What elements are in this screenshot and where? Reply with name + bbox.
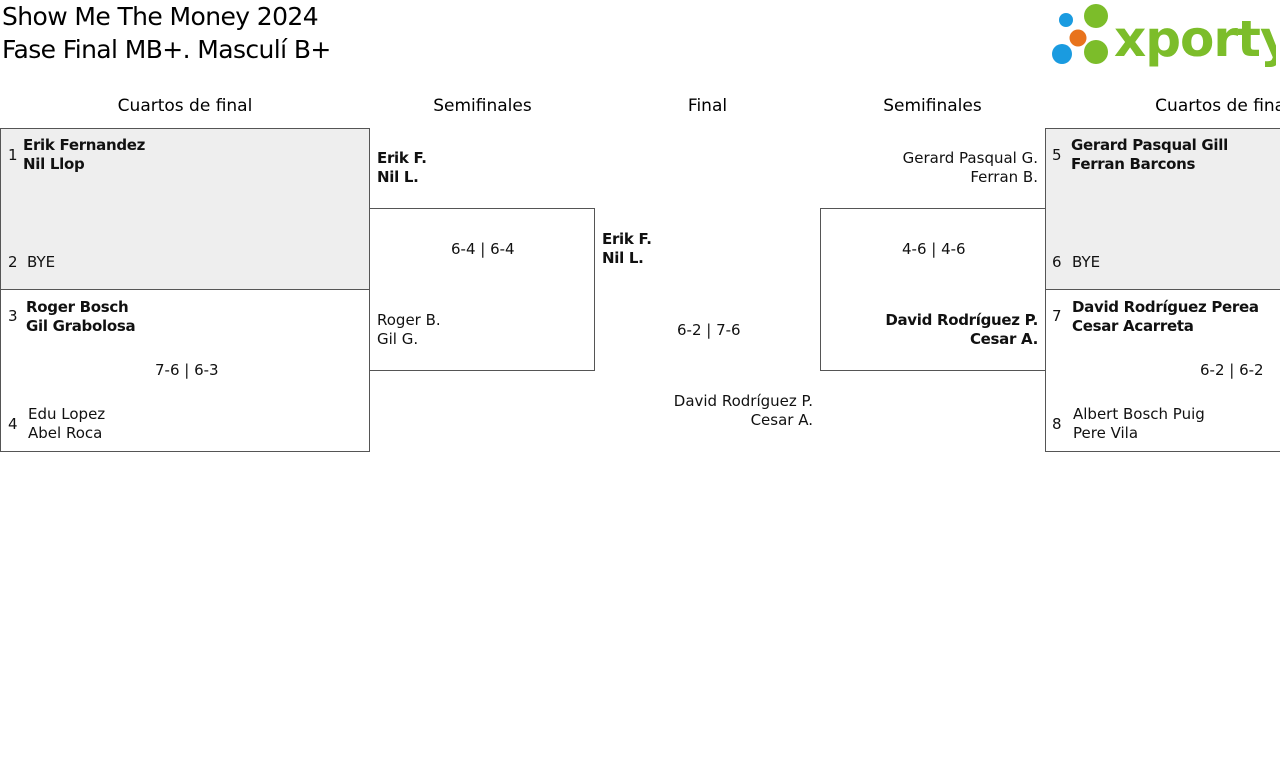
seed-number: 2 [8,253,18,271]
team-name: Gerard Pasqual G. [902,149,1038,167]
player-name: Edu Lopez [28,405,106,423]
qf-match-3 [1045,128,1280,290]
team-name: Erik F. [377,149,427,167]
seed-number: 8 [1052,415,1062,433]
team-name: David Rodríguez P. [885,311,1038,329]
match-score: 6-2 | 6-2 [1200,361,1264,379]
column-header-quarterfinals-left: Cuartos de final [117,96,253,116]
player-name: Albert Bosch Puig [1073,405,1205,423]
seed-number: 1 [8,146,18,164]
player-name: Nil Llop [23,155,85,173]
player-name: David Rodríguez Perea [1072,298,1259,316]
player-name: Gerard Pasqual Gill [1071,136,1228,154]
svg-text:xporty: xporty [1114,10,1276,68]
seed-number: 6 [1052,253,1062,271]
team-name: Roger B. [377,311,441,329]
team-name: David Rodríguez P. [673,392,813,410]
column-header-quarterfinals-right: Cuartos de final [1155,96,1280,116]
column-header-semifinals-left: Semifinales [433,96,532,116]
player-name: BYE [27,253,56,271]
seed-number: 4 [8,415,18,433]
team-name: Gil G. [377,330,419,348]
match-score: 7-6 | 6-3 [155,361,219,379]
player-name: Cesar Acarreta [1072,317,1194,335]
sf-match-left [369,208,595,371]
player-name: Erik Fernandez [23,136,146,154]
qf-match-4 [1045,289,1280,452]
page-title: Show Me The Money 2024 [2,2,319,31]
page-subtitle: Fase Final MB+. Masculí B+ [2,35,331,64]
player-name: Abel Roca [28,424,103,442]
player-name: BYE [1072,253,1101,271]
qf-match-1 [0,128,370,290]
team-name: Nil L. [377,168,419,186]
seed-number: 7 [1052,307,1062,325]
player-name: Roger Bosch [26,298,129,316]
seed-number: 3 [8,307,18,325]
team-name: Ferran B. [970,168,1038,186]
match-score: 4-6 | 4-6 [902,240,966,258]
player-name: Gil Grabolosa [26,317,136,335]
player-name: Ferran Barcons [1071,155,1196,173]
team-name: Nil L. [602,249,644,267]
column-header-semifinals-right: Semifinales [883,96,982,116]
seed-number: 5 [1052,146,1062,164]
match-score: 6-4 | 6-4 [451,240,515,258]
team-name: Erik F. [602,230,652,248]
team-name: Cesar A. [969,330,1038,348]
xporty-logo[interactable]: xporty [1052,4,1280,68]
player-name: Pere Vila [1073,424,1139,442]
match-score: 6-2 | 7-6 [677,321,741,339]
team-name: Cesar A. [750,411,813,429]
column-header-final: Final [687,96,728,116]
